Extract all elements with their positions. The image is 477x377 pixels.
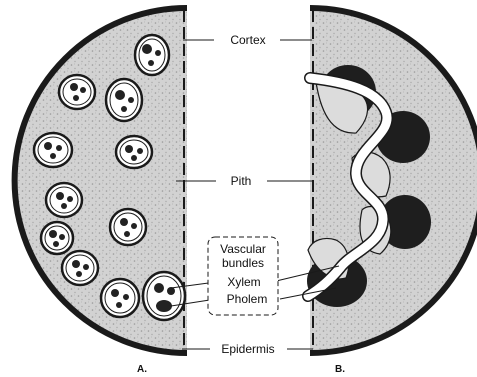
vascular-bundles-label-line1: Vascular: [220, 242, 266, 256]
pith-label: Pith: [231, 174, 252, 188]
xylem-vessel: [167, 287, 175, 295]
cortex-label: Cortex: [230, 33, 265, 47]
vascular-bundle: [62, 251, 98, 285]
panel-b-dicot-stem: [307, 8, 477, 353]
vascular-bundle: [46, 183, 82, 217]
xylem-vessel: [154, 283, 164, 293]
vascular-bundle: [34, 133, 72, 167]
vascular-bundles-label-line2: bundles: [222, 256, 264, 270]
vascular-bundle: [41, 222, 73, 254]
vascular-bundle: [110, 209, 146, 245]
phloem-patch: [156, 300, 172, 312]
panel-a-monocot-stem: [15, 8, 187, 353]
vascular-bundle: [116, 136, 152, 168]
vascular-bundle: [135, 35, 169, 75]
pholem-label: Pholem: [227, 292, 268, 306]
vascular-bundle: [101, 279, 139, 317]
epidermis-label: Epidermis: [221, 342, 274, 356]
panel-b-label: B.: [335, 364, 345, 375]
vascular-bundle: [106, 79, 142, 121]
vascular-bundle-labelled: [143, 272, 185, 320]
vascular-bundle: [59, 75, 95, 109]
xylem-label: Xylem: [227, 275, 260, 289]
panel-a-label: A.: [137, 364, 147, 375]
